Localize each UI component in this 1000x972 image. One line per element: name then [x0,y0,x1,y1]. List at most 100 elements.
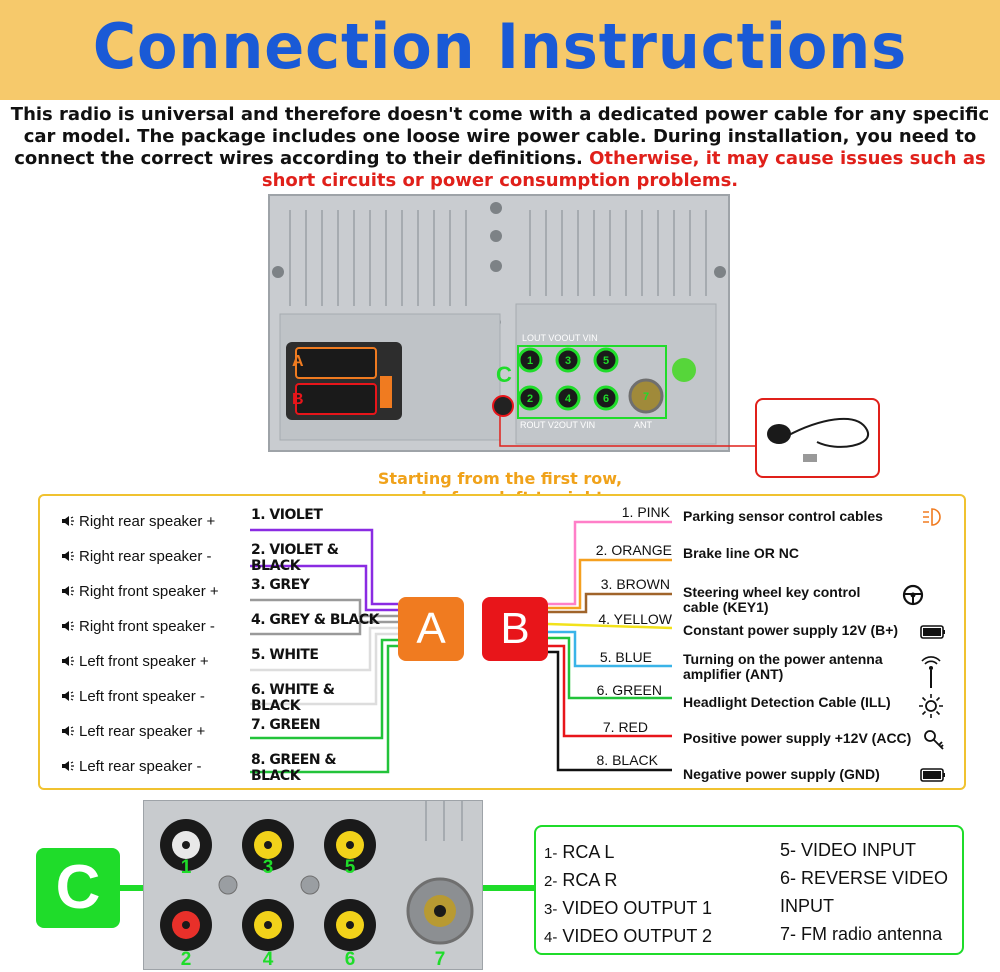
connector-a-box: A [398,597,464,661]
rca-legend-label: RCA R [562,870,618,890]
speaker-icon [62,761,74,771]
speaker-icon [62,726,74,736]
wire-b-label-2: 2. ORANGE [595,542,672,558]
power-function-8: Negative power supply (GND) [683,766,880,782]
rca-legend-num: 3- [544,901,558,918]
rca-legend-item-7: 7- FM radio antenna [780,924,943,944]
intro-description: This radio is universal and therefore do… [10,104,990,169]
speaker-function-1: Right rear speaker + [60,509,250,533]
rca-legend-item-5: 5- VIDEO INPUT [780,840,917,860]
wire-a-1 [250,528,398,606]
rca-jack-number-2: 2 [181,949,192,969]
rca-jacks-drawing: 1 3 5 2 4 6 7 [160,801,474,970]
connector-b-box: B [482,597,548,661]
unit-port-3: 3 [565,355,571,367]
speaker-icon [62,621,74,631]
rca-legend-label: VIDEO OUTPUT 2 [562,926,713,946]
battery-icon [920,625,945,639]
speaker-function-label: Right rear speaker - [79,547,212,565]
rca-legend-num: 2- [544,873,558,890]
connector-b-marker: B [292,391,304,408]
parking-light-icon [923,508,941,526]
connector-c-box: C [36,848,120,928]
unit-port-1: 1 [527,355,533,367]
rca-legend-item-3: 3- VIDEO OUTPUT 1 [544,898,712,919]
speaker-icon [62,516,74,526]
power-function-3: Steering wheel key control cable (KEY1) [683,584,861,615]
wire-a-label-7: 7. GREEN [251,717,321,733]
rca-jack-number-6: 6 [345,949,356,969]
speaker-function-label: Left front speaker - [79,687,205,705]
rca-legend-label: VIDEO OUTPUT 1 [562,898,713,918]
rca-legend-item-1: 1- RCA L [544,842,614,863]
wire-b-label-8: 8. BLACK [596,752,658,768]
speaker-function-label: Right rear speaker + [79,512,216,530]
wire-a-label-3: 3. GREY [251,577,310,593]
battery-icon [920,768,945,782]
rca-legend-item-6-cont: INPUT [780,896,834,916]
rca-legend: 1- RCA L 2- RCA R 3- VIDEO OUTPUT 1 4- V… [534,825,964,955]
microphone-icon [767,417,870,462]
wire-a-label-2: 2. VIOLET & BLACK [251,542,339,574]
rca-jack-number-7: 7 [435,949,446,969]
microphone-box [755,398,880,478]
unit-top-port-labels: LOUT VOOUT VIN [522,333,598,343]
speaker-function-label: Right front speaker - [79,617,215,635]
wire-b-label-3: 3. BROWN [600,576,670,592]
wire-b-6 [548,636,672,700]
intro-warning: Otherwise, it may cause issues such as s… [261,148,986,191]
wire-b-8 [548,650,672,772]
wire-b-label-4: 4. YELLOW [598,611,672,627]
speaker-function-label: Left front speaker + [79,652,209,670]
speaker-icon [62,691,74,701]
unit-port-7: 7 [643,391,649,403]
rca-legend-item-4: 4- VIDEO OUTPUT 2 [544,926,712,947]
wire-a-8 [250,644,398,774]
wire-a-label-6: 6. WHITE & BLACK [251,682,335,714]
steering-wheel-icon [902,584,924,606]
speaker-function-8: Left rear speaker - [60,754,250,778]
rca-legend-label: RCA L [562,842,615,862]
wire-b-3 [548,592,672,614]
title-banner [0,0,1000,100]
speaker-function-label: Right front speaker + [79,582,219,600]
speaker-function-7: Left rear speaker + [60,719,250,743]
rca-jack-number-3: 3 [263,857,274,878]
speaker-function-label: Left rear speaker + [79,722,206,740]
wire-a-label-5: 5. WHITE [251,647,319,663]
connector-c-marker: C [496,362,512,387]
wire-a-3 [250,598,398,618]
wire-a-6 [250,632,398,706]
speaker-function-5: Left front speaker + [60,649,250,673]
speaker-icon [62,551,74,561]
wire-a-label-4: 4. GREY & BLACK [251,612,379,628]
wire-b-1 [548,520,672,606]
wire-b-label-6: 6. GREEN [596,682,662,698]
rca-legend-item-2: 2- RCA R [544,870,617,891]
wire-b-label-1: 1. PINK [621,504,670,520]
rca-legend-item-6: 6- REVERSE VIDEO [780,868,949,888]
wire-a-label-8: 8. GREEN & BLACK [251,752,337,784]
wire-a-4 [250,620,398,636]
wire-b-5 [548,630,672,668]
order-note-line1: Starting from the first row, [377,469,623,488]
speaker-icon [62,656,74,666]
wire-a-7 [250,638,398,740]
unit-port-4: 4 [565,393,572,405]
connector-a-marker: A [292,353,304,370]
rca-jack-panel: 1 3 5 2 4 6 7 [143,800,483,970]
key-icon [924,730,944,750]
speaker-function-6: Left front speaker - [60,684,250,708]
power-function-5: Turning on the power antenna amplifier (… [683,651,883,682]
rca-jack-number-5: 5 [345,857,356,878]
intro-text: This radio is universal and therefore do… [8,104,992,192]
wire-a-2 [250,564,398,612]
power-function-4: Constant power supply 12V (B+) [683,622,899,638]
power-function-6: Headlight Detection Cable (ILL) [683,694,891,710]
speaker-icon [62,586,74,596]
wire-b-4 [547,622,673,630]
wire-b-label-5: 5. BLUE [599,649,652,665]
rca-legend-num: 1- [544,845,558,862]
sun-icon [919,694,943,718]
